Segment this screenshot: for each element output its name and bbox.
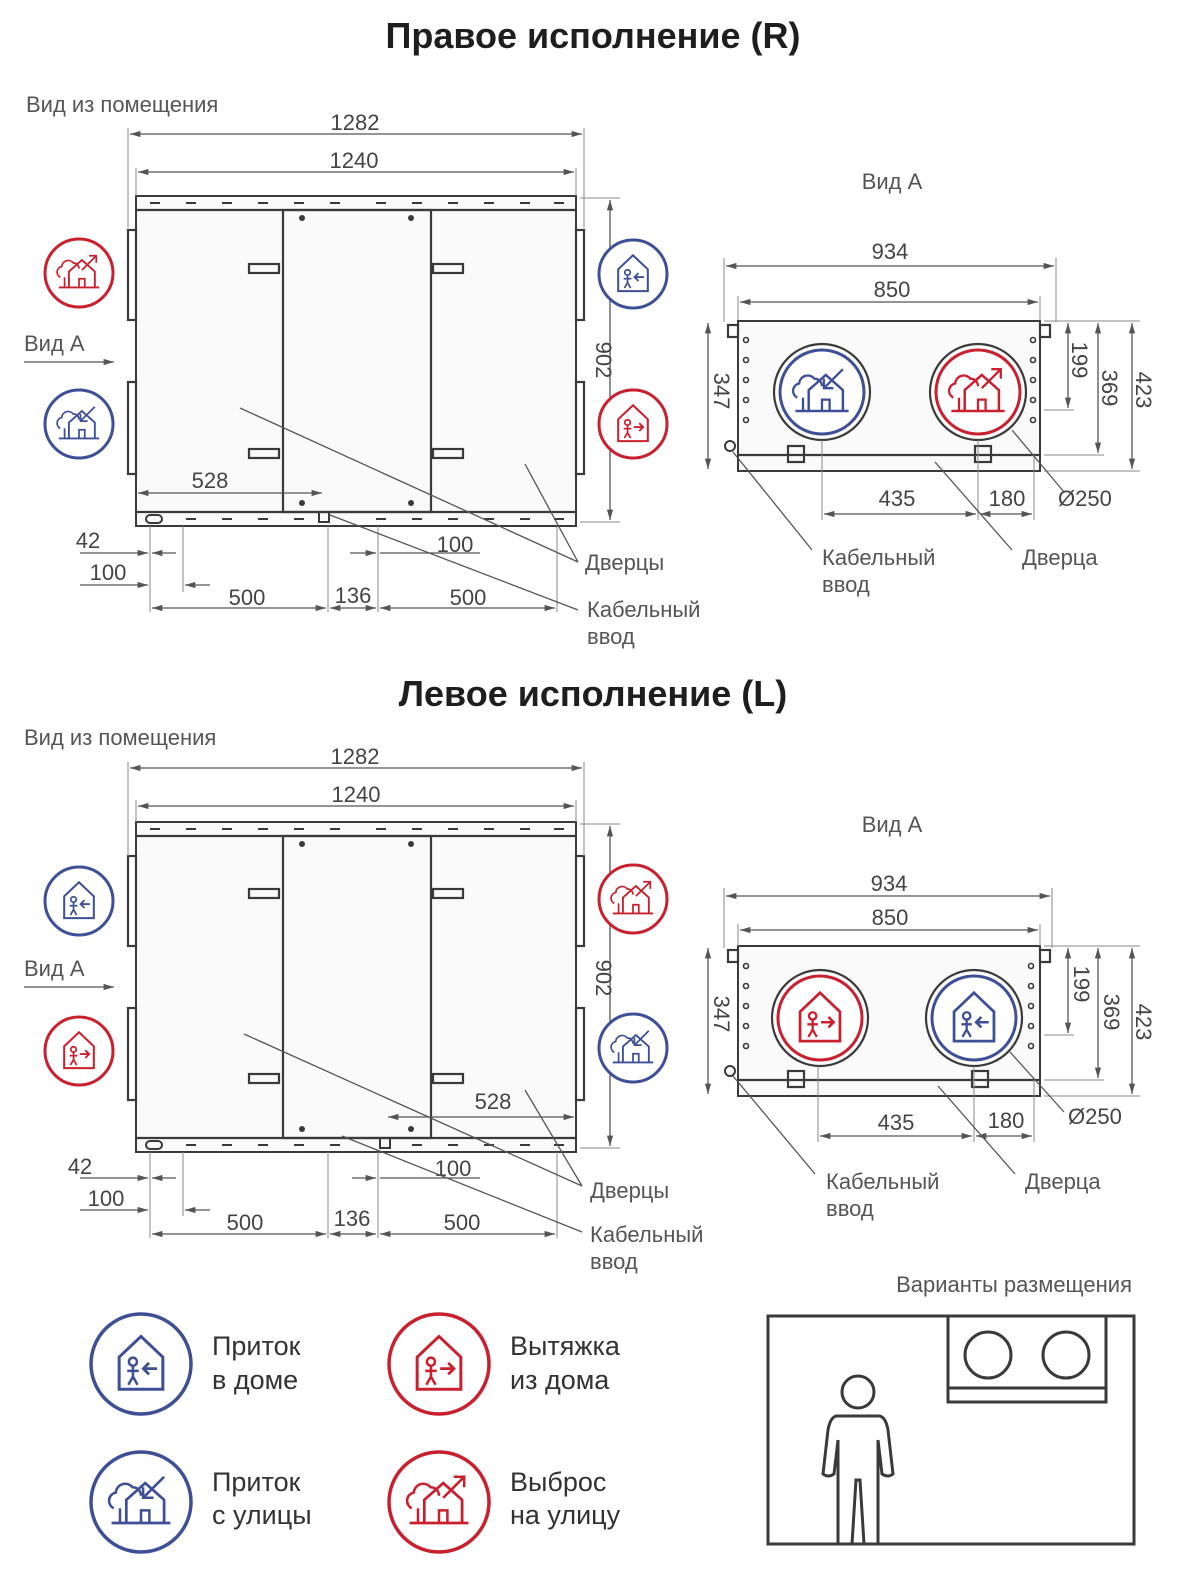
dim-934: 934	[872, 239, 909, 264]
exhaust-indoor-icon	[43, 1015, 115, 1087]
dim-42: 42	[68, 1154, 92, 1179]
legend-item-supply-indoor: Приток в доме	[89, 1312, 301, 1416]
dim-136: 136	[335, 583, 372, 608]
view-from-room-label: Вид из помещения	[26, 92, 218, 117]
dim-180: 180	[989, 486, 1026, 511]
front-dimensions: 1282 1240 902 528 42 100 500	[24, 110, 700, 649]
dim-199: 199	[1067, 342, 1092, 379]
dim-199: 199	[1069, 966, 1094, 1003]
dim-423: 423	[1131, 1004, 1156, 1041]
legend-item-exhaust-outdoor: Выброс на улицу	[387, 1450, 621, 1554]
exhaust-outdoor-icon	[597, 863, 669, 935]
view-a-title: Вид А	[862, 169, 923, 194]
dim-100b: 100	[437, 532, 474, 557]
legend: Приток в доме Вытяжка из дома Приток с у…	[89, 1312, 621, 1554]
dim-435: 435	[878, 1110, 915, 1135]
supply-outdoor-icon	[89, 1450, 193, 1554]
room-outline	[766, 1314, 1136, 1546]
side-callout-cable-line2: ввод	[826, 1196, 874, 1221]
side-callout-cable-line1: Кабельный	[826, 1169, 939, 1194]
dim-180: 180	[988, 1108, 1025, 1133]
legend-label-line2: из дома	[510, 1365, 610, 1395]
dim-423: 423	[1131, 372, 1156, 409]
section-right: Правое исполнение (R) Вид из помещения	[24, 15, 1156, 649]
side-callout-cable-line2: ввод	[822, 572, 870, 597]
dim-diameter: Ø250	[1058, 486, 1112, 511]
section-title: Левое исполнение (L)	[399, 673, 787, 714]
dim-height: 902	[591, 342, 616, 379]
front-view-unit	[126, 195, 586, 527]
exhaust-outdoor-icon	[43, 237, 115, 309]
ceiling-unit	[946, 1314, 1108, 1404]
dim-435: 435	[879, 486, 916, 511]
supply-indoor-icon	[43, 865, 115, 937]
dim-100a: 100	[88, 1186, 125, 1211]
callout-cable-line1: Кабельный	[587, 597, 700, 622]
dim-850: 850	[874, 277, 911, 302]
exhaust-indoor-icon	[387, 1312, 491, 1416]
person-icon	[821, 1374, 895, 1546]
dim-500b: 500	[450, 585, 487, 610]
callout-doors: Дверцы	[585, 550, 664, 575]
side-view-unit	[724, 945, 1052, 1097]
front-dimensions: 1282 1240 902 528 42 100 500 136	[24, 744, 703, 1274]
dim-136: 136	[334, 1206, 371, 1231]
dim-500a: 500	[227, 1210, 264, 1235]
dim-width-inner: 1240	[330, 148, 379, 173]
dim-500b: 500	[444, 1210, 481, 1235]
legend-label-line2: на улицу	[510, 1500, 621, 1530]
legend-label-line1: Приток	[212, 1467, 301, 1497]
view-a-title: Вид А	[862, 812, 923, 837]
legend-label-line1: Вытяжка	[510, 1331, 621, 1361]
callout-cable-line2: ввод	[590, 1249, 638, 1274]
dim-528: 528	[475, 1089, 512, 1114]
side-callout-door: Дверца	[1025, 1169, 1101, 1194]
section-title: Правое исполнение (R)	[385, 15, 800, 56]
callout-cable-line2: ввод	[587, 624, 635, 649]
dim-diameter: Ø250	[1068, 1104, 1122, 1129]
exhaust-indoor-icon	[597, 388, 669, 460]
dim-528: 528	[192, 468, 229, 493]
side-dimensions: 934 850 347 199 369 423 435 180 Ø	[704, 239, 1156, 597]
placement-variant: Варианты размещения	[766, 1272, 1136, 1546]
legend-label-line1: Приток	[212, 1331, 301, 1361]
dim-850: 850	[872, 905, 909, 930]
dim-height: 902	[591, 960, 616, 997]
dim-100b: 100	[435, 1156, 472, 1181]
callout-doors: Дверцы	[590, 1178, 669, 1203]
dim-500a: 500	[229, 585, 266, 610]
legend-label-line2: с улицы	[212, 1500, 312, 1530]
view-a-arrow-label: Вид А	[24, 331, 85, 356]
exhaust-outdoor-icon	[387, 1450, 491, 1554]
dim-934: 934	[871, 871, 908, 896]
supply-indoor-icon	[89, 1312, 193, 1416]
dim-42: 42	[76, 528, 100, 553]
legend-label-line2: в доме	[212, 1365, 298, 1395]
supply-outdoor-icon	[43, 388, 115, 460]
dim-width-outer: 1282	[331, 110, 380, 135]
dim-width-outer: 1282	[331, 744, 380, 769]
dim-width-inner: 1240	[332, 782, 381, 807]
legend-item-supply-outdoor: Приток с улицы	[89, 1450, 312, 1554]
front-view-unit	[126, 821, 586, 1153]
side-view-unit	[724, 320, 1052, 472]
supply-outdoor-icon	[597, 1012, 669, 1084]
side-callout-door: Дверца	[1022, 545, 1098, 570]
dim-369: 369	[1099, 994, 1124, 1031]
placement-title: Варианты размещения	[896, 1272, 1132, 1297]
view-a-arrow-label: Вид А	[24, 956, 85, 981]
legend-label-line1: Выброс	[510, 1467, 606, 1497]
view-from-room-label: Вид из помещения	[24, 725, 216, 750]
dim-100a: 100	[90, 560, 127, 585]
dim-347: 347	[709, 996, 734, 1033]
legend-item-exhaust-indoor: Вытяжка из дома	[387, 1312, 621, 1416]
supply-indoor-icon	[597, 238, 669, 310]
callout-cable-line1: Кабельный	[590, 1222, 703, 1247]
section-left: Левое исполнение (L) Вид из помещения	[24, 673, 1156, 1274]
side-dimensions: 934 850 347 199 369 423 435 180 Ø	[704, 871, 1156, 1221]
side-callout-cable-line1: Кабельный	[822, 545, 935, 570]
dim-347: 347	[709, 373, 734, 410]
dim-369: 369	[1097, 370, 1122, 407]
